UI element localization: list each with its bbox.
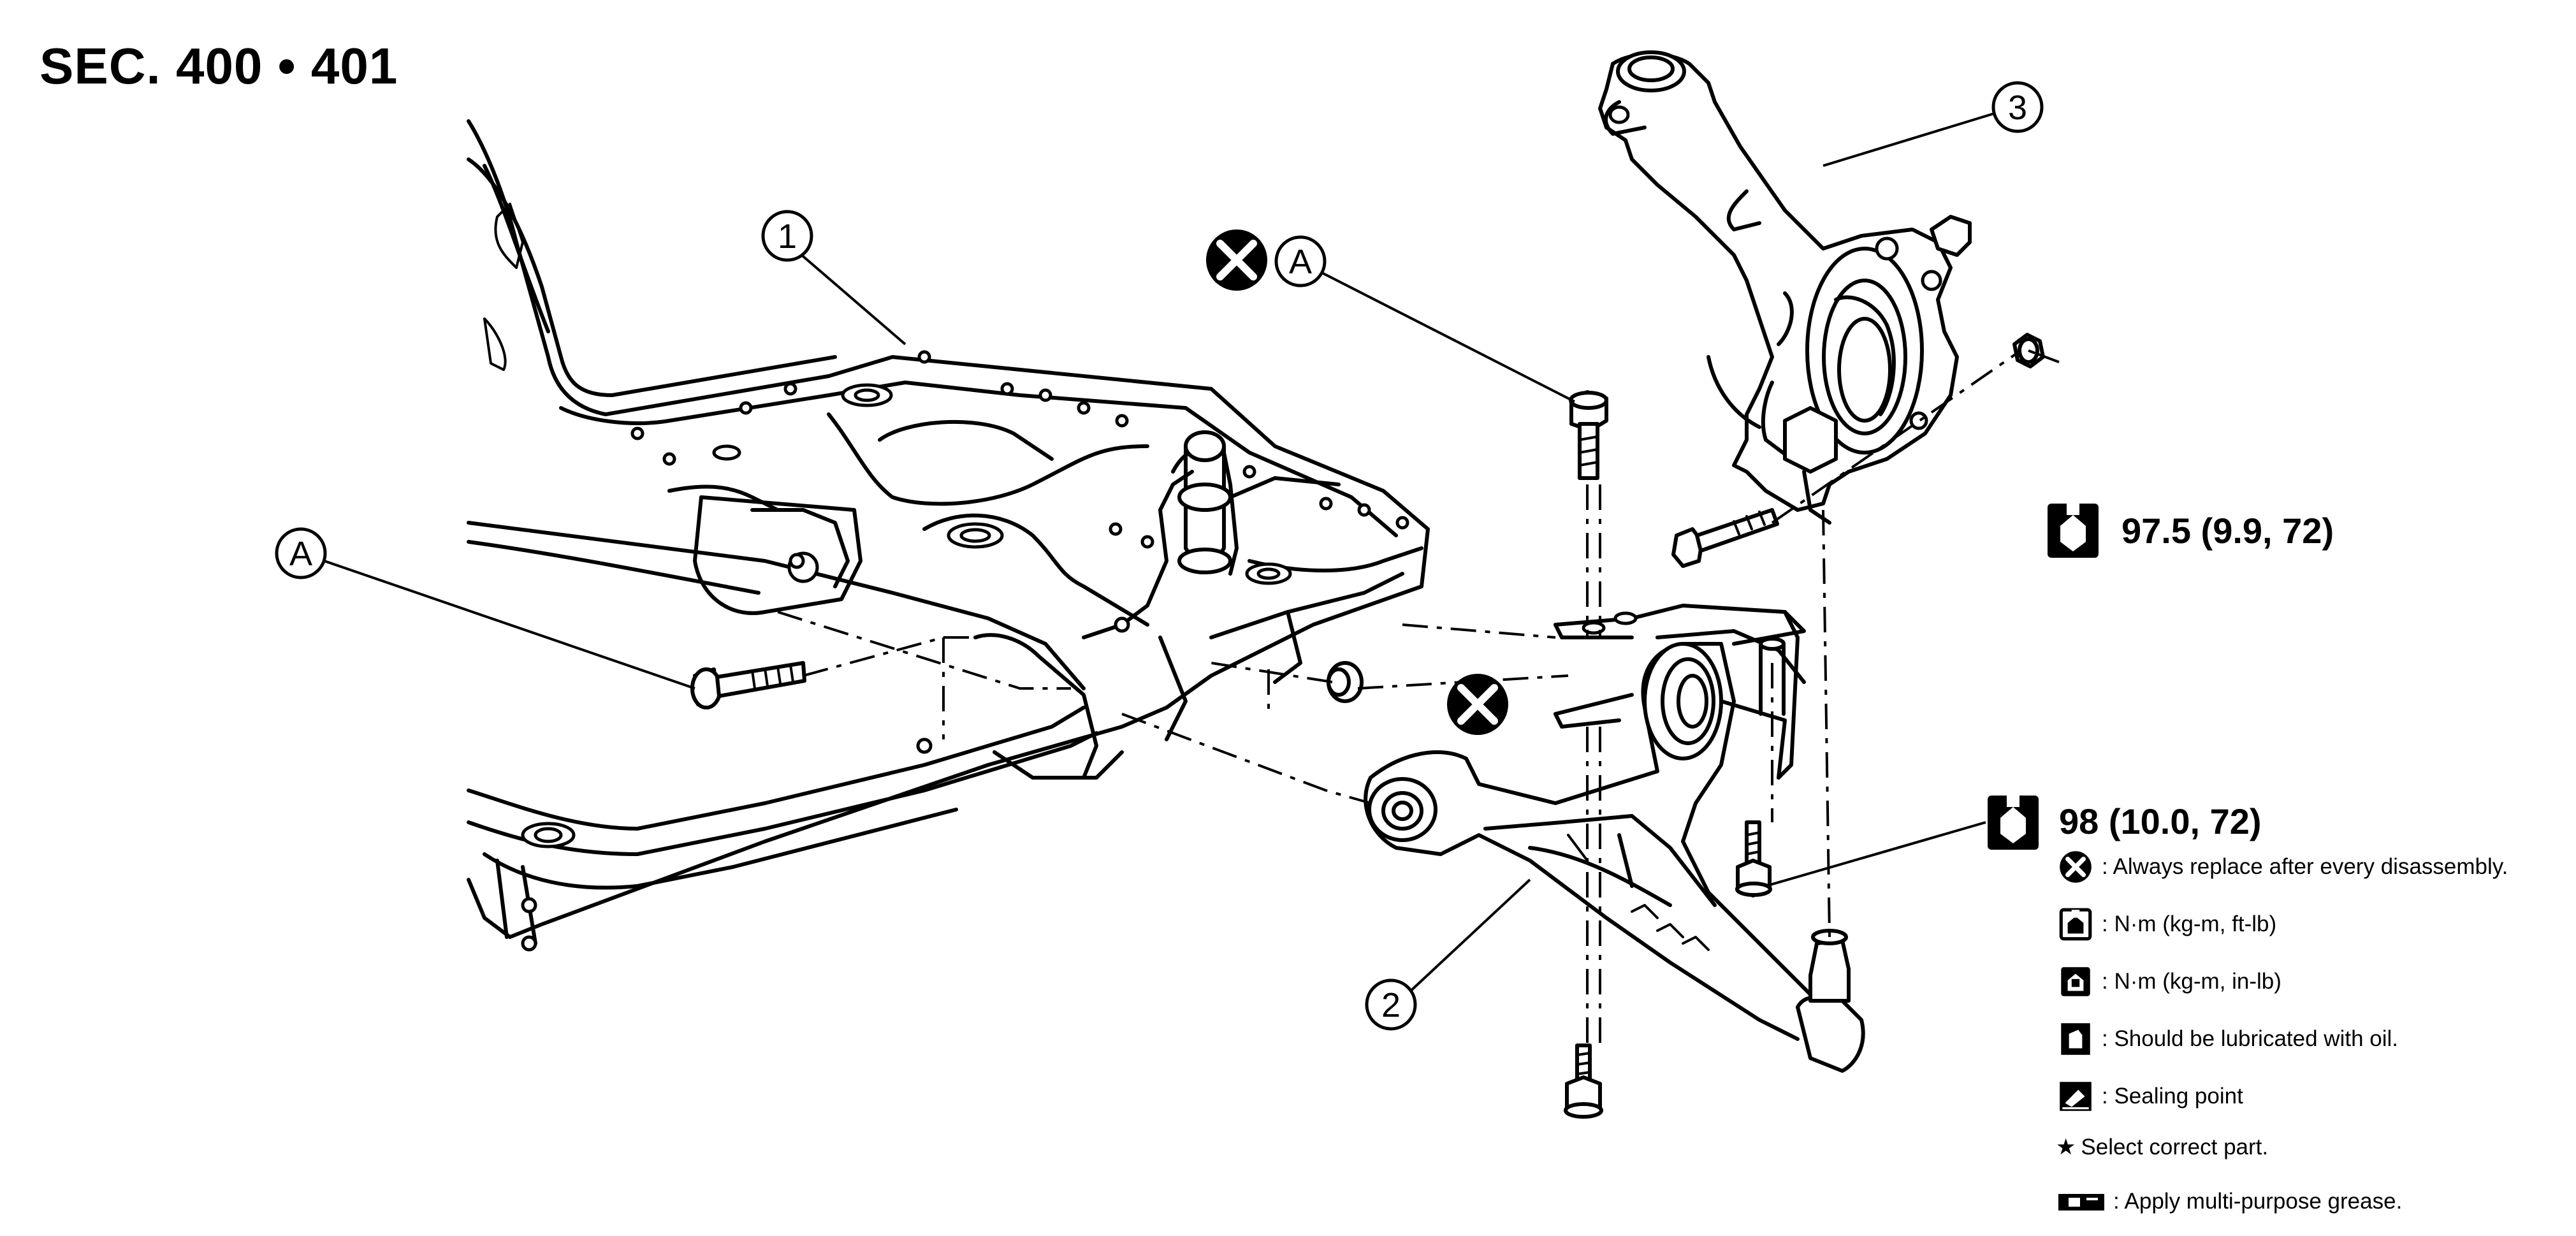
always-replace-icon — [2060, 851, 2092, 883]
legend-text: : N·m (kg-m, in-lb) — [2102, 969, 2281, 994]
steering-knuckle — [1598, 50, 1972, 525]
callout-1-label: 1 — [778, 217, 797, 256]
bolt-left — [690, 661, 806, 709]
nut-center — [1327, 661, 1364, 703]
legend-row: : N·m (kg-m, in-lb) — [2056, 959, 2281, 1004]
legend-text: : N·m (kg-m, ft-lb) — [2102, 912, 2277, 936]
section-title: SEC. 400 • 401 — [40, 38, 398, 94]
torque-value-knuckle: 97.5 (9.9, 72) — [2121, 511, 2334, 551]
legend-row: : Always replace after every disassembly… — [2056, 845, 2508, 889]
legend-text: : Always replace after every disassembly… — [2102, 854, 2508, 879]
callout-a-left-label: A — [289, 535, 312, 573]
star-icon: ★ — [2056, 1135, 2076, 1160]
callout-1: 1 — [761, 210, 813, 262]
callout-3-label: 3 — [2008, 89, 2027, 127]
callout-2: 2 — [1365, 978, 1417, 1031]
callout-2-label: 2 — [1381, 986, 1401, 1024]
torque-value-bushing: 98 (10.0, 72) — [2059, 801, 2262, 841]
torque-nm-kgm-inlb-icon — [2061, 967, 2090, 996]
sealing-point-icon — [2060, 1082, 2092, 1111]
legend-row: : N·m (kg-m, ft-lb) — [2056, 902, 2276, 947]
suspension-member — [467, 119, 1430, 952]
transverse-link — [1364, 629, 1865, 1073]
grease-icon — [2058, 1194, 2104, 1211]
legend-row: : Apply multi-purpose grease. — [2056, 1179, 2402, 1224]
torque-wrench-icon — [2048, 504, 2099, 558]
torque-spec-bushing: 98 (10.0, 72) — [1988, 796, 2262, 850]
bushing-bracket — [1554, 604, 1806, 780]
legend-text: : Apply multi-purpose grease. — [2113, 1189, 2403, 1214]
bolt-lower-vertical — [1564, 1043, 1603, 1119]
torque-wrench-icon — [1988, 796, 2039, 850]
callout-3: 3 — [1991, 81, 2044, 133]
callout-a-left: A — [275, 527, 327, 579]
always-replace-icon — [1206, 229, 1267, 291]
bolt-top-vertical — [1569, 390, 1608, 480]
torque-nm-kgm-ftlb-icon — [2059, 908, 2092, 941]
legend-text: : Sealing point — [2102, 1084, 2243, 1109]
callout-a-top: A — [1274, 235, 1327, 287]
bolt-bushing-vertical — [1735, 820, 1772, 898]
legend-text: : Should be lubricated with oil. — [2102, 1026, 2398, 1051]
oil-can-icon — [2061, 1023, 2090, 1055]
legend-row: ★ Select correct part. — [2056, 1125, 2268, 1170]
torque-spec-knuckle: 97.5 (9.9, 72) — [2048, 504, 2334, 558]
legend-row: : Sealing point — [2056, 1074, 2243, 1119]
leader-lines — [320, 108, 2060, 996]
bolt-knuckle — [1671, 508, 1779, 568]
legend-row: : Should be lubricated with oil. — [2056, 1017, 2398, 1061]
callout-a-top-label: A — [1289, 243, 1312, 281]
always-replace-icon — [1447, 674, 1508, 735]
legend-text: Select correct part. — [2081, 1135, 2269, 1160]
